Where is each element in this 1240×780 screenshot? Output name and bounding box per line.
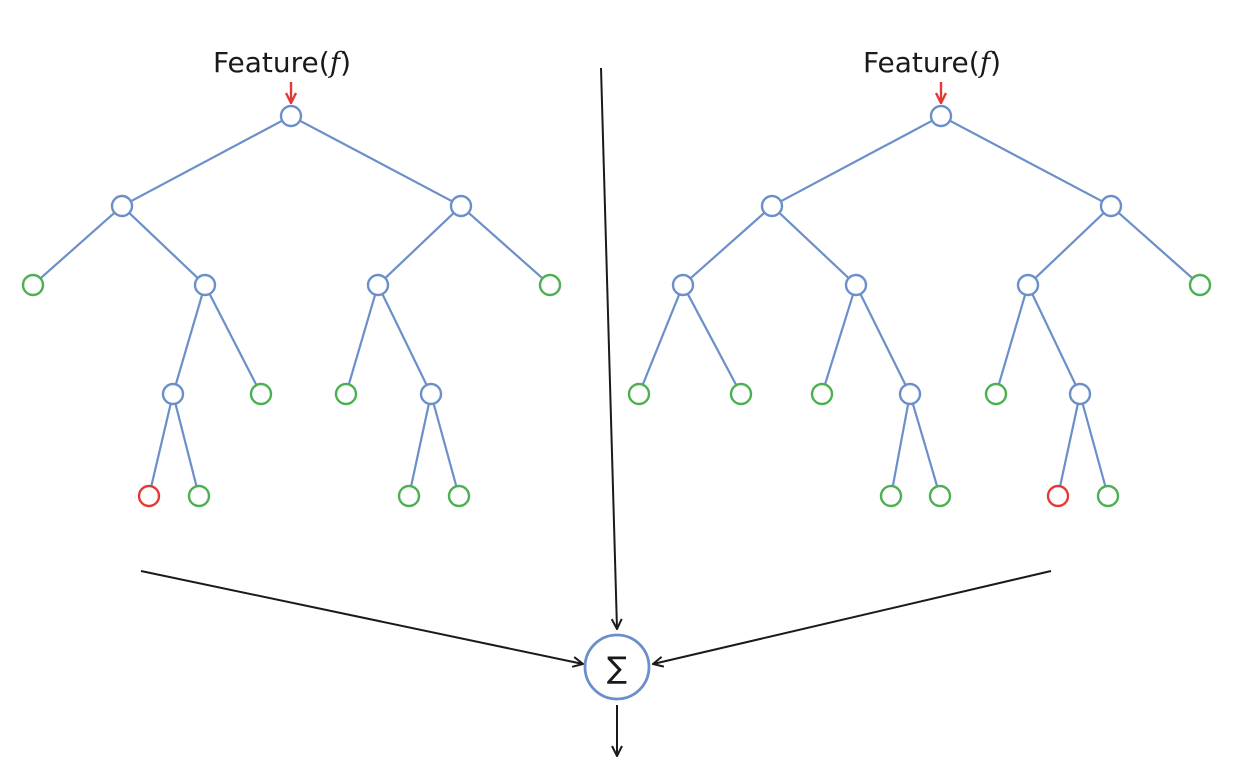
right-tree-to-sum-arrow xyxy=(653,570,1052,664)
leaf-node xyxy=(1096,484,1120,508)
leaf-node xyxy=(334,382,358,406)
leaf-node xyxy=(538,273,562,297)
tree-edge xyxy=(299,119,453,203)
highlighted-leaf-node xyxy=(137,484,161,508)
tree-edge xyxy=(467,211,544,280)
tree-edges xyxy=(39,119,1194,487)
internal-node xyxy=(419,382,443,406)
internal-node xyxy=(1016,273,1040,297)
leaf-node xyxy=(729,382,753,406)
tree-edge xyxy=(381,293,428,386)
internal-node xyxy=(110,194,134,218)
tree-edge xyxy=(174,294,204,385)
leaf-node xyxy=(249,382,273,406)
tree-edge xyxy=(432,403,458,487)
tree-edge xyxy=(384,212,455,279)
internal-node xyxy=(1099,194,1123,218)
tree-edge xyxy=(128,212,199,279)
leaf-node xyxy=(447,484,471,508)
internal-node xyxy=(161,382,185,406)
tree-edge xyxy=(410,403,430,487)
left-tree-to-sum-arrow xyxy=(140,570,583,664)
tree-edge xyxy=(1031,293,1077,386)
internal-node xyxy=(366,273,390,297)
right-feature-prefix: Feature( xyxy=(863,46,980,79)
leaf-node xyxy=(187,484,211,508)
tree-edge xyxy=(686,293,738,386)
tree-edge xyxy=(859,293,907,386)
right-feature-label: Feature(f) xyxy=(863,46,1001,79)
internal-node xyxy=(449,194,473,218)
tree-edge xyxy=(1059,403,1079,487)
highlighted-leaf-node xyxy=(1046,484,1070,508)
tree-edge xyxy=(949,119,1103,203)
tree-edge xyxy=(150,403,172,487)
leaf-node xyxy=(627,382,651,406)
tree-edge xyxy=(778,212,850,279)
internal-node xyxy=(671,273,695,297)
internal-node xyxy=(844,273,868,297)
left-feature-suffix: ) xyxy=(340,46,351,79)
leaf-node xyxy=(21,273,45,297)
leaf-node xyxy=(810,382,834,406)
leaf-node xyxy=(879,484,903,508)
internal-node xyxy=(929,104,953,128)
tree-edge xyxy=(208,293,258,386)
internal-node xyxy=(193,273,217,297)
tree-edge xyxy=(997,294,1027,385)
tree-edge xyxy=(174,403,198,487)
internal-node xyxy=(1068,382,1092,406)
tree-edge xyxy=(780,119,933,203)
leaf-node xyxy=(928,484,952,508)
leaf-node xyxy=(1188,273,1212,297)
sum-symbol: ∑ xyxy=(607,651,627,686)
left-feature-prefix: Feature( xyxy=(213,46,330,79)
internal-node xyxy=(898,382,922,406)
left-feature-label: Feature(f) xyxy=(213,46,351,79)
tree-edge xyxy=(823,294,855,385)
tree-edge xyxy=(689,211,766,280)
center-to-sum-arrow xyxy=(600,67,617,629)
tree-edge xyxy=(39,211,116,280)
internal-node xyxy=(279,104,303,128)
tree-edge xyxy=(130,119,283,203)
leaf-node xyxy=(397,484,421,508)
tree-edge xyxy=(1034,212,1105,279)
leaf-node xyxy=(984,382,1008,406)
tree-edge xyxy=(641,293,681,386)
tree-edge xyxy=(911,403,939,487)
tree-edge xyxy=(347,294,377,385)
tree-edge xyxy=(1117,211,1194,280)
tree-edge xyxy=(891,403,910,487)
right-feature-suffix: ) xyxy=(990,46,1001,79)
internal-node xyxy=(760,194,784,218)
sum-node xyxy=(583,633,651,701)
tree-edge xyxy=(1081,403,1107,487)
tree-nodes xyxy=(21,104,1212,508)
